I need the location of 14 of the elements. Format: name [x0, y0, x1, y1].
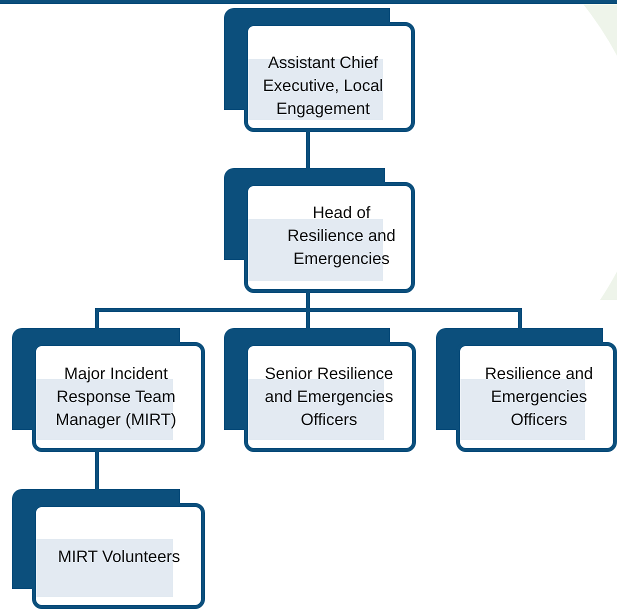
position-box [224, 328, 416, 452]
position-title: Head of Resilience and Emergencies [286, 203, 397, 270]
position-title: Assistant Chief Executive, Local Engagement [262, 53, 384, 120]
position-box [224, 8, 415, 132]
connector-line [95, 452, 99, 489]
position-title: Resilience and Emergencies Officers [484, 364, 594, 431]
position-title: Senior Resilience and Emergencies Officers [264, 364, 394, 431]
position-box [12, 328, 205, 452]
position-title: MIRT Volunteers [56, 547, 182, 568]
position-title: Major Incident Response Team Manager (MIRT) [54, 364, 178, 431]
position-box [12, 489, 205, 609]
position-box [224, 168, 415, 293]
connector-line [306, 132, 310, 168]
position-box [436, 328, 617, 452]
